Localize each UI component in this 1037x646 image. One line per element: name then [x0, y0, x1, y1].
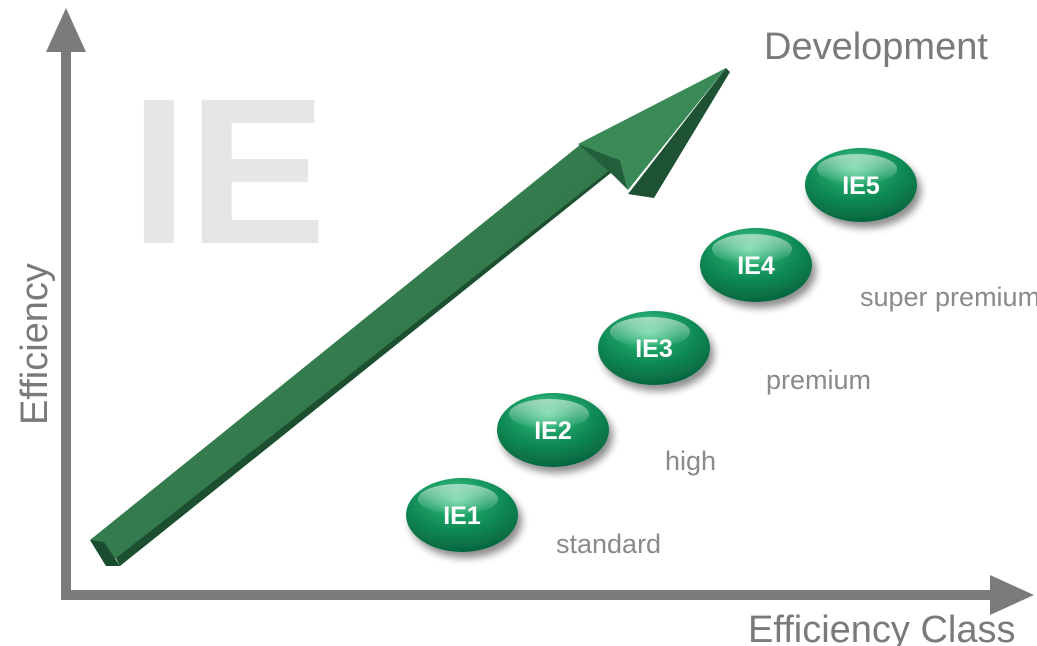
arrow-shaft-top — [90, 140, 610, 566]
ie5-label: IE5 — [842, 172, 880, 200]
development-arrow — [90, 68, 730, 566]
ie3-badge: IE3 — [598, 311, 710, 385]
ie3-label: IE3 — [635, 335, 673, 363]
ie4-badge: IE4 — [700, 228, 812, 302]
development-label: Development — [764, 26, 988, 68]
ie1-badge-shine — [418, 484, 498, 514]
ie5-badge-shine — [817, 154, 897, 184]
ie5-badge: IE5 — [805, 148, 917, 222]
arrow-end-cap — [90, 540, 120, 566]
ie2-label: IE2 — [534, 417, 572, 445]
ie1-label: IE1 — [443, 502, 481, 530]
ie2-badge: IE2 — [497, 393, 609, 467]
ie4-description: super premium — [860, 282, 1037, 312]
ie4-badge-shine — [712, 234, 792, 264]
ie2-badge-shine — [509, 399, 589, 429]
ie-watermark: IE — [130, 56, 327, 288]
x-axis-label: Efficiency Class — [748, 609, 1016, 646]
x-axis-line — [61, 590, 1001, 600]
arrowhead-top — [578, 68, 726, 190]
y-axis-label: Efficiency — [14, 263, 56, 425]
arrowhead-back — [578, 144, 628, 190]
ie2-description: high — [665, 446, 716, 476]
y-axis-line — [61, 40, 71, 600]
ie4-label: IE4 — [737, 252, 775, 280]
x-axis-arrowhead — [990, 575, 1034, 615]
ie1-description: standard — [556, 529, 661, 559]
y-axis-arrowhead — [46, 8, 86, 52]
ie3-badge-shine — [610, 317, 690, 347]
ie3-description: premium — [766, 365, 871, 395]
axes — [46, 8, 1034, 615]
ie1-badge: IE1 — [406, 478, 518, 552]
arrowhead-side — [628, 68, 730, 198]
